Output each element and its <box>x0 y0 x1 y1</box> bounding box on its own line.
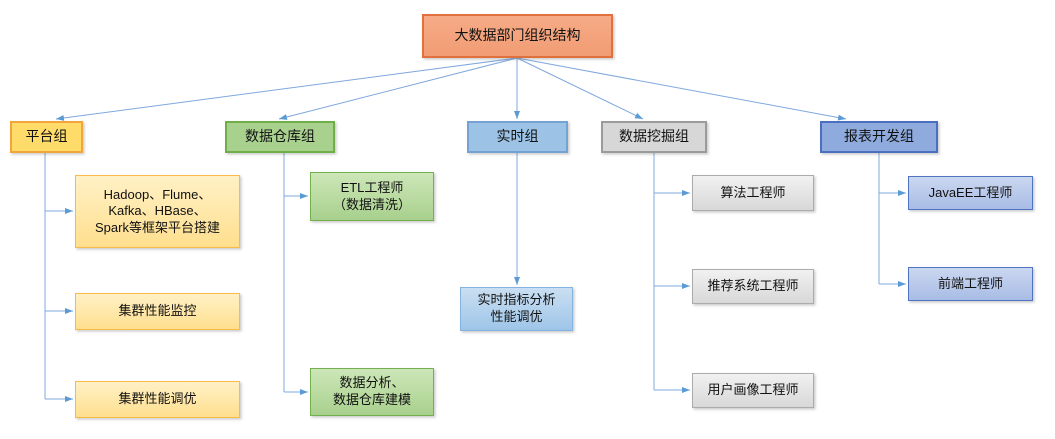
child-node-etl-engineer: ETL工程师 （数据清洗） <box>310 172 434 221</box>
child-node-cluster-tuning: 集群性能调优 <box>75 381 240 418</box>
child-node-frontend-engineer: 前端工程师 <box>908 267 1033 301</box>
org-root-node: 大数据部门组织结构 <box>422 14 613 58</box>
group-node-realtime: 实时组 <box>467 121 568 153</box>
child-node-user-profile-engineer: 用户画像工程师 <box>692 373 814 408</box>
child-node-algorithm-engineer: 算法工程师 <box>692 175 814 211</box>
child-node-data-analysis-modeling: 数据分析、 数据仓库建模 <box>310 368 434 416</box>
child-node-recommendation-engineer: 推荐系统工程师 <box>692 269 814 304</box>
group-node-platform: 平台组 <box>10 121 83 153</box>
child-node-cluster-monitoring: 集群性能监控 <box>75 293 240 330</box>
group-node-data-mining: 数据挖掘组 <box>601 121 707 153</box>
group-node-report-dev: 报表开发组 <box>820 121 938 153</box>
child-node-realtime-metrics-tuning: 实时指标分析 性能调优 <box>460 287 573 331</box>
child-node-javaee-engineer: JavaEE工程师 <box>908 176 1033 210</box>
group-node-data-warehouse: 数据仓库组 <box>225 121 335 153</box>
child-node-framework-platform-setup: Hadoop、Flume、 Kafka、HBase、 Spark等框架平台搭建 <box>75 175 240 248</box>
